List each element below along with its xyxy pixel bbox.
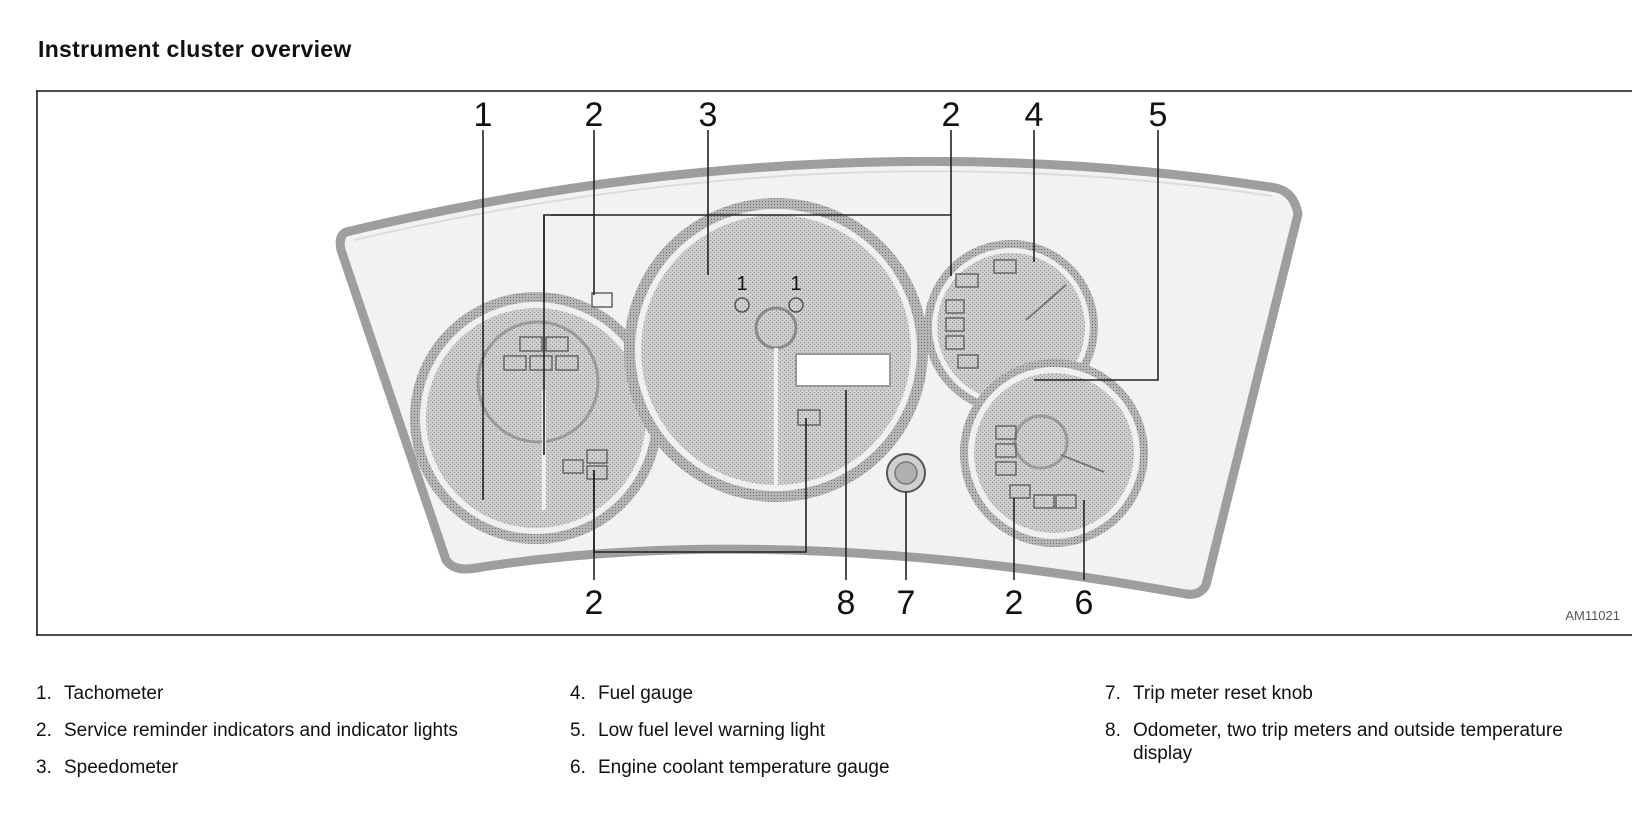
callout-2-bottom-right: 2 [1005,584,1024,622]
legend-col-1: 1.Tachometer 2.Service reminder indicato… [36,682,466,793]
callout-2-bottom-left: 2 [585,584,604,622]
callout-7: 7 [897,584,916,622]
legend-item: 6.Engine coolant temperature gauge [570,757,890,778]
legend-item: 4.Fuel gauge [570,683,694,704]
trip-reset-knob [886,453,926,493]
legend-item: 7.Trip meter reset knob [1105,683,1313,704]
callout-2-top-right: 2 [942,96,961,134]
callout-6: 6 [1075,584,1094,622]
callout-3: 3 [699,96,718,134]
legend-item: 3.Speedometer [36,757,179,778]
coolant-temperature-gauge [960,359,1148,547]
callout-2-top-left: 2 [585,96,604,134]
callout-4: 4 [1025,96,1044,134]
odometer-display [795,353,891,387]
speedometer-gauge [624,198,928,502]
legend-col-2: 4.Fuel gauge 5.Low fuel level warning li… [570,682,1010,793]
legend-item: 2.Service reminder indicators and indica… [36,720,458,741]
legend-col-3: 7.Trip meter reset knob 8.Odometer, two … [1105,682,1605,779]
leader-lines [482,130,1159,580]
page-title: Instrument cluster overview [38,36,352,62]
mini-label-1b: 1 [790,273,801,295]
figure-code: AM11021 [1565,608,1620,623]
cluster-diagram: 1 2 3 2 4 5 2 8 7 2 6 1 1 AM11021 [36,90,1632,636]
legend-item: 1.Tachometer [36,683,164,704]
callout-8: 8 [837,584,856,622]
legend-item: 5.Low fuel level warning light [570,720,826,741]
callout-1: 1 [474,96,493,134]
mini-label-1a: 1 [736,273,747,295]
tachometer-gauge [410,292,662,544]
callout-5: 5 [1149,96,1168,134]
legend-item: 8.Odometer, two trip meters and outside … [1105,720,1563,764]
instrument-cluster-figure: 1 2 3 2 4 5 2 8 7 2 6 1 1 AM11021 [36,90,1632,666]
